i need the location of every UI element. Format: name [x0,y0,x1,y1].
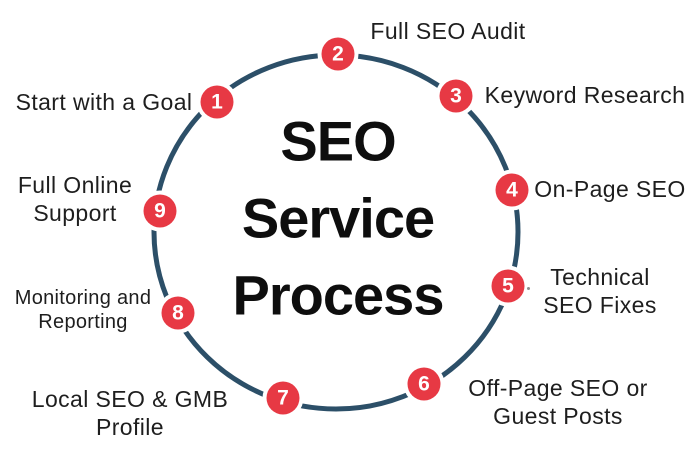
step-2-label-line: Full SEO Audit [370,18,526,44]
step-8-badge: 8 [161,296,195,330]
title-line-1: SEO [280,109,396,173]
step-4-label: On-Page SEO [534,175,685,203]
step-2-badge: 2 [321,37,355,71]
step-4-label-line: On-Page SEO [534,176,686,202]
step-8-number: 8 [172,301,184,325]
step-6-number: 6 [418,372,430,396]
title-line-2: Service [241,186,435,250]
step-1-badge: 1 [200,85,234,119]
step-2-label: Full SEO Audit [370,17,525,45]
step-7-label-line-1: Local SEO & GMB [31,386,229,412]
step-9-label: Full Online Support [18,171,132,227]
step-2-number: 2 [332,42,344,66]
step-7-label: Local SEO & GMB Profile [32,385,228,441]
step-9-label-line-1: Full Online [17,172,133,198]
step-5-label: Technical SEO Fixes [543,263,657,319]
title-line-3: Process [232,263,445,327]
step-4-number: 4 [506,178,518,202]
step-9-number: 9 [154,199,166,223]
step-5-label-line-1: Technical [550,264,650,290]
step-7-number: 7 [277,386,289,410]
step-5-number: 5 [502,274,514,298]
step-1-label-line: Start with a Goal [15,89,193,115]
stray-dot [527,287,530,290]
diagram-title: SEO Service Process [232,103,445,334]
step-6-label-line-1: Off-Page SEO or [468,375,648,401]
step-7-label-line-2: Profile [96,414,164,440]
step-5-label-line-2: SEO Fixes [543,292,657,318]
step-6-label: Off-Page SEO or Guest Posts [468,374,647,430]
step-1-label: Start with a Goal [16,88,193,116]
step-8-label: Monitoring and Reporting [15,286,152,334]
step-3-label: Keyword Research [485,81,686,109]
step-1-number: 1 [211,90,223,114]
step-4-badge: 4 [495,173,529,207]
step-6-label-line-2: Guest Posts [493,403,623,429]
step-3-badge: 3 [439,79,473,113]
step-9-label-line-2: Support [33,200,117,226]
step-7-badge: 7 [266,381,300,415]
step-8-label-line-2: Reporting [38,311,128,333]
step-8-label-line-1: Monitoring and [14,287,152,309]
step-5-badge: 5 [491,269,525,303]
step-3-label-line: Keyword Research [484,82,686,108]
step-6-badge: 6 [407,367,441,401]
step-3-number: 3 [450,84,462,108]
step-9-badge: 9 [143,194,177,228]
